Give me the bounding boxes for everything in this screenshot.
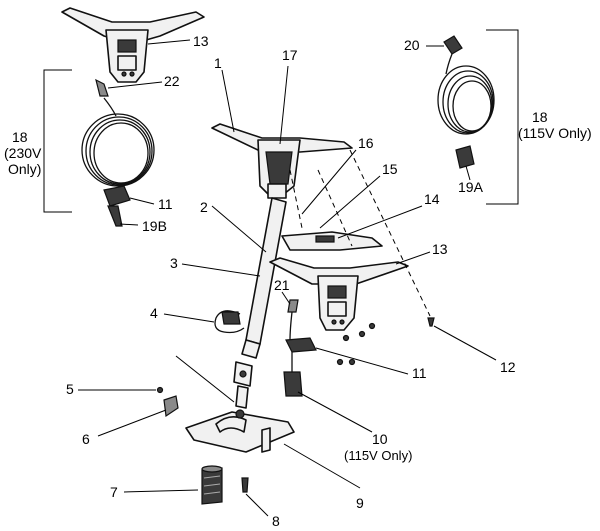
- leader-19B: [119, 223, 139, 226]
- callout-19B: 19B: [142, 218, 167, 234]
- callout-18-left: 18: [12, 129, 28, 145]
- leader-21: [281, 291, 291, 305]
- callout-6: 6: [82, 431, 90, 447]
- callout-10: 10: [372, 431, 388, 447]
- part-22-plug: [95, 78, 109, 97]
- callout-8: 8: [272, 513, 280, 529]
- callout-3: 3: [170, 255, 178, 271]
- callout-13-top: 13: [193, 33, 209, 49]
- callout-21: 21: [274, 277, 290, 293]
- callout-18-left-note1: (230V: [4, 145, 42, 161]
- callout-13-mid: 13: [432, 241, 448, 257]
- leader-14: [337, 205, 423, 239]
- clip-part-6: [163, 395, 179, 418]
- leader-3: [181, 263, 261, 277]
- callout-17: 17: [282, 47, 298, 63]
- callout-5: 5: [66, 381, 74, 397]
- cable-part-4: [214, 310, 245, 334]
- screws-part-12: [336, 317, 435, 366]
- callout-11-top: 11: [158, 196, 173, 212]
- callout-15: 15: [382, 161, 398, 177]
- callout-18-left-note2: Only): [8, 161, 41, 177]
- leader-6: [97, 409, 167, 437]
- callout-11-mid: 11: [412, 365, 427, 381]
- screw-part-5: [156, 386, 164, 394]
- leader-2: [211, 205, 267, 253]
- callout-16: 16: [358, 135, 374, 151]
- callout-4: 4: [150, 305, 158, 321]
- leader-10: [297, 391, 373, 433]
- leader-11-top: [129, 197, 155, 205]
- callout-20: 20: [404, 37, 420, 53]
- callout-2: 2: [200, 199, 208, 215]
- callout-9: 9: [356, 495, 364, 511]
- bracket-18-left: [43, 69, 72, 213]
- leader-11-mid: [315, 347, 409, 375]
- alignment-dash-b: [349, 149, 431, 317]
- base-part-9: [185, 409, 295, 453]
- screw-part-8: [241, 477, 249, 493]
- short-cord-21: [283, 299, 317, 397]
- leader-pivot: [175, 355, 235, 403]
- callout-22: 22: [164, 73, 180, 89]
- leader-22: [107, 81, 163, 89]
- callout-1: 1: [214, 55, 222, 71]
- leader-17: [279, 65, 289, 145]
- callout-12: 12: [500, 359, 516, 375]
- leader-7: [123, 489, 199, 493]
- handle-assembly-mid: [269, 257, 409, 331]
- alignment-dash-a: [289, 169, 303, 229]
- leader-1: [221, 69, 235, 133]
- bracket-18-right: [486, 29, 519, 205]
- leader-13-top: [147, 39, 191, 45]
- callout-10-note: (115V Only): [344, 448, 412, 463]
- alignment-dash-c: [317, 169, 353, 247]
- callout-19A: 19A: [458, 179, 484, 195]
- power-cord-115v: [437, 35, 495, 169]
- leader-15: [319, 175, 381, 229]
- leader-12: [433, 325, 497, 361]
- leader-13-mid: [395, 251, 431, 265]
- power-cord-230v: [81, 97, 155, 227]
- callout-7: 7: [110, 484, 118, 500]
- callout-14: 14: [424, 191, 440, 207]
- leader-4: [163, 313, 215, 323]
- upper-shaft: [241, 197, 287, 359]
- roller-part-7: [201, 465, 223, 505]
- handle-assembly-top-left: [61, 7, 205, 83]
- leader-9: [283, 443, 361, 489]
- leader-19A: [465, 165, 471, 181]
- leader-16: [301, 149, 357, 215]
- switch-plate: [281, 231, 383, 251]
- callout-18-right: 18: [532, 109, 548, 125]
- pivot-joint: [233, 361, 253, 409]
- callout-18-right-note: (115V Only): [518, 125, 592, 141]
- main-handle: [211, 123, 353, 199]
- leader-8: [245, 493, 269, 517]
